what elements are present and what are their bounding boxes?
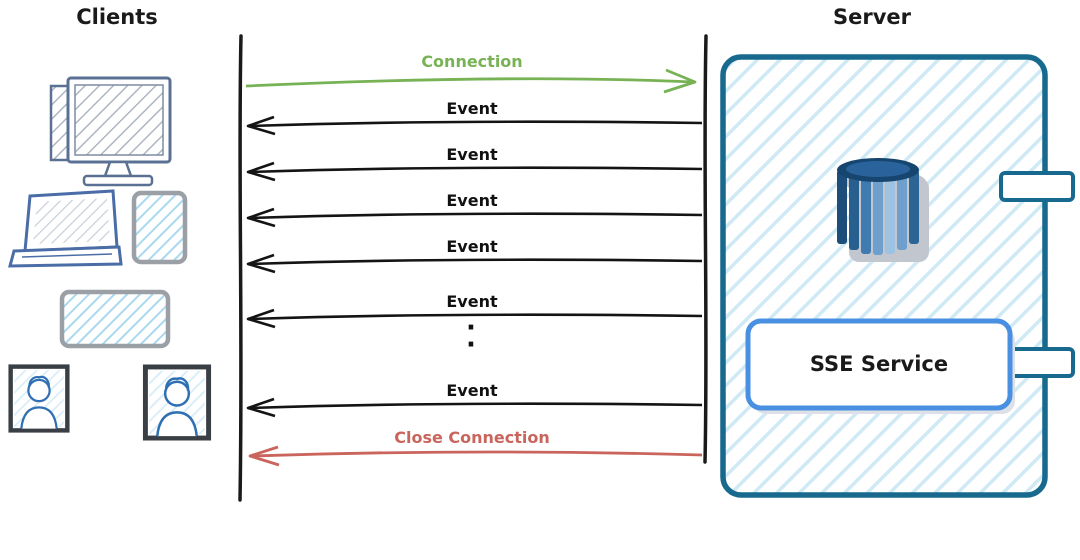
event-label: Event xyxy=(446,145,498,164)
event-arrow xyxy=(246,207,703,228)
event-label: Event xyxy=(446,381,498,400)
server-tab-top xyxy=(999,171,1075,202)
tablet-icon xyxy=(59,289,171,349)
event-label: Event xyxy=(446,237,498,256)
event-label: Event xyxy=(446,191,498,210)
server-box xyxy=(720,54,1075,498)
avatar-icon xyxy=(145,367,208,438)
desktop-icon xyxy=(49,76,172,187)
ellipsis-dots: · · xyxy=(466,313,476,360)
close-connection-label: Close Connection xyxy=(394,428,550,447)
event-label: Event xyxy=(446,292,498,311)
server-title: Server xyxy=(832,5,911,29)
clients-title: Clients xyxy=(76,5,158,29)
close-connection-arrow xyxy=(248,445,703,467)
event-arrow xyxy=(246,161,703,182)
sse-service-box xyxy=(745,318,1015,414)
connection-label: Connection xyxy=(421,52,523,71)
sse-service-label: SSE Service xyxy=(809,352,949,376)
avatar-icon xyxy=(11,367,68,431)
event-arrow xyxy=(246,115,703,136)
database-icon xyxy=(837,158,929,262)
event-arrows xyxy=(246,115,703,418)
client-lifeline xyxy=(238,34,243,502)
event-label: Event xyxy=(446,99,498,118)
phone-icon xyxy=(131,190,188,265)
server-lifeline xyxy=(703,34,708,464)
connection-arrow xyxy=(245,68,697,94)
laptop-icon xyxy=(8,189,123,268)
event-arrow xyxy=(246,397,703,418)
event-arrow xyxy=(246,253,703,274)
event-arrow xyxy=(246,308,703,329)
